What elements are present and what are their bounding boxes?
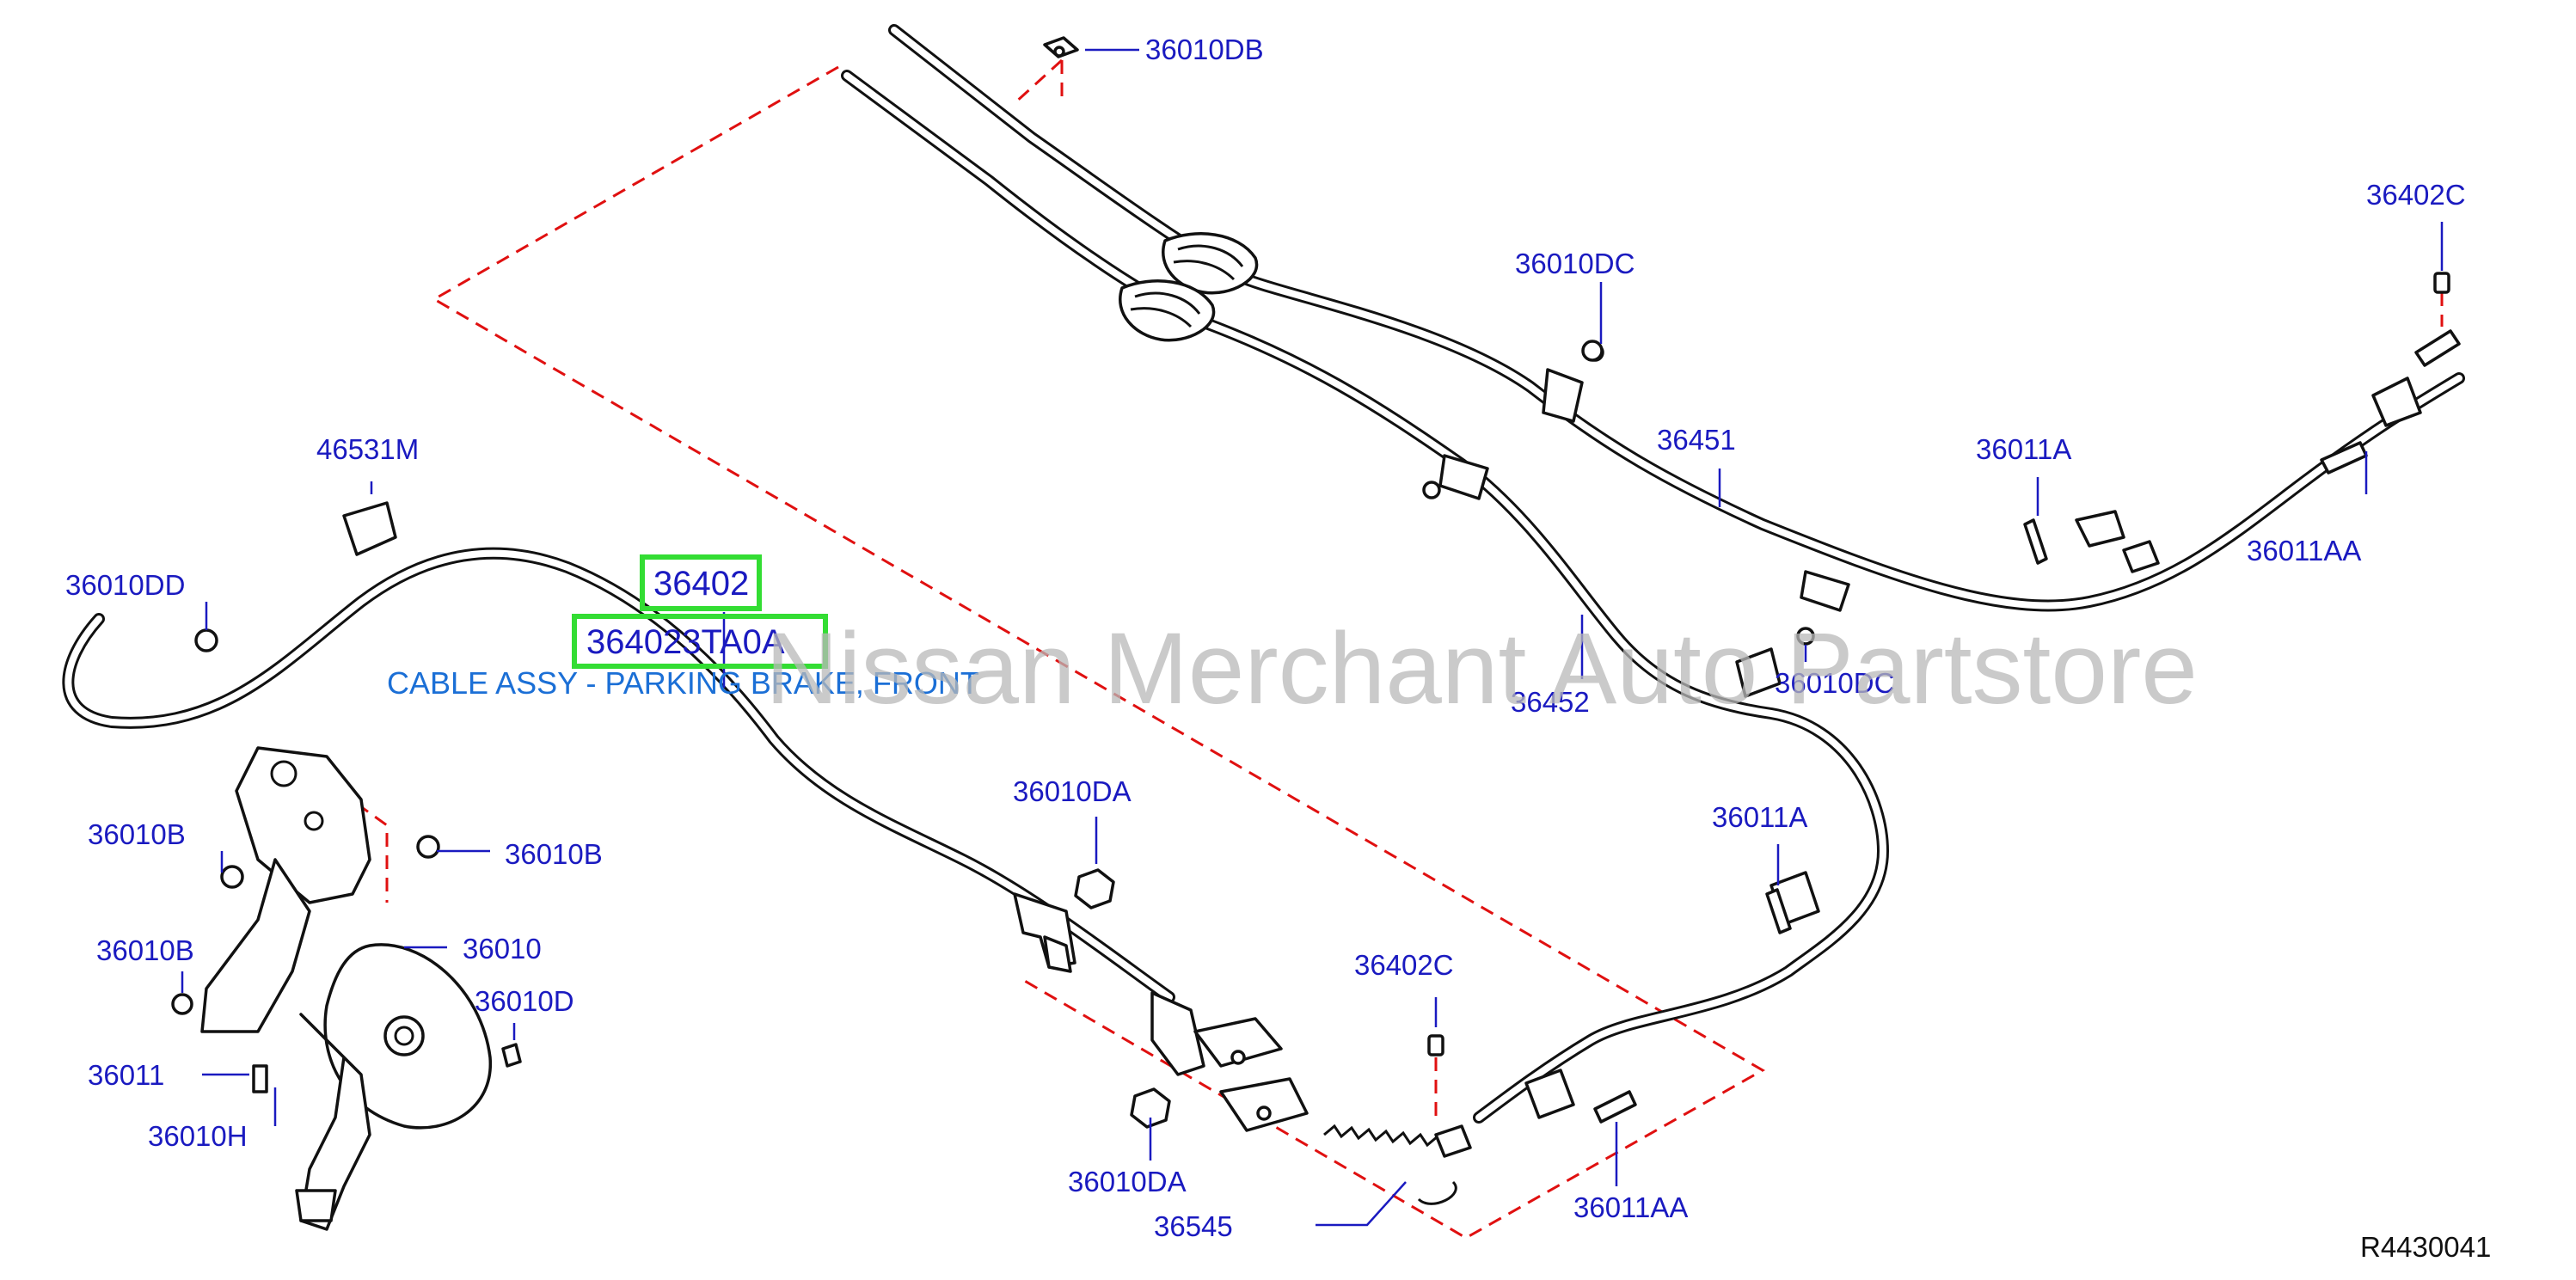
- callout-36451: 36451: [1657, 424, 1736, 456]
- bracket-mid-cable: [1422, 454, 1489, 500]
- watermark-text: Nissan Merchant Auto Partstore: [765, 612, 2198, 726]
- highlighted-part-callout[interactable]: 36402 364023TA0A CABLE ASSY - PARKING BR…: [387, 554, 979, 701]
- highlight-part-number[interactable]: 36402: [653, 565, 749, 603]
- callout-36010D: 36010D: [475, 985, 574, 1017]
- callout-36010DD: 36010DD: [65, 569, 185, 601]
- callout-36010DB: 36010DB: [1145, 34, 1264, 65]
- callout-36010B-2: 36010B: [505, 838, 603, 870]
- callout-36011A-top: 36011A: [1976, 433, 2071, 465]
- clip-36402C-top: [2433, 272, 2450, 294]
- nut-36010DA-bot: [1130, 1087, 1171, 1129]
- callout-36010DC-mid: 36010DC: [1775, 667, 1894, 699]
- cable-grommet-upper: [1162, 232, 1259, 295]
- callout-36011AA-bot: 36011AA: [1573, 1191, 1688, 1223]
- bolt-36011AA-bot: [1593, 1090, 1637, 1124]
- callout-36011A-mid: 36011A: [1712, 801, 1807, 833]
- leader-lines: [181, 48, 2444, 1227]
- highlight-description: CABLE ASSY - PARKING BRAKE, FRONT: [387, 665, 979, 701]
- bracket-36010DA: [1013, 892, 1076, 973]
- callout-46531M: 46531M: [316, 433, 419, 465]
- callout-36010B-1: 36010B: [88, 818, 186, 850]
- boot-46531M: [342, 501, 397, 556]
- callout-36452: 36452: [1511, 686, 1590, 718]
- callout-36010DA-bot: 36010DA: [1068, 1166, 1187, 1197]
- callout-36545: 36545: [1154, 1210, 1233, 1242]
- diagram-reference-code: R4430041: [2360, 1231, 2491, 1263]
- callout-36010H: 36010H: [148, 1120, 248, 1152]
- cable-36452: [841, 70, 1889, 1124]
- bracket-36010DC-mid: [1735, 570, 1850, 698]
- bolt-36011A-top: [2023, 518, 2048, 565]
- nut-36010DD: [194, 628, 218, 652]
- callout-36011: 36011: [88, 1059, 164, 1091]
- highlight-catalog-number[interactable]: 364023TA0A: [586, 623, 785, 661]
- callout-36402C-top: 36402C: [2366, 179, 2466, 211]
- cable-end-rear-right: [2075, 329, 2461, 573]
- equalizer-bracket: [1150, 991, 1309, 1132]
- callout-36010DA-top: 36010DA: [1013, 775, 1132, 807]
- highlight-box-catalog-number: [572, 614, 828, 669]
- cable-grommet-lower: [1119, 279, 1216, 342]
- nut-36010DB: [1043, 36, 1079, 58]
- bolt-36011A-mid: [1765, 888, 1792, 934]
- dashed-assembly-boundary: [356, 58, 2444, 1240]
- highlight-box-part-number: [640, 554, 762, 611]
- cable-36402: [62, 547, 1175, 1003]
- nut-36010DA-top: [1074, 868, 1115, 909]
- nut-36010DC-top: [1581, 340, 1604, 362]
- callout-36010B-3: 36010B: [96, 934, 194, 966]
- callout-36402C-bot: 36402C: [1354, 949, 1454, 981]
- callout-labels: 36010DB 36010DC 36402C 36451 36011A 3601…: [65, 34, 2466, 1242]
- parking-brake-pedal-assembly: [171, 746, 522, 1231]
- callout-36010: 36010: [463, 933, 542, 965]
- clip-36402C-bot: [1427, 1034, 1444, 1056]
- callout-36011AA-right: 36011AA: [2247, 535, 2361, 567]
- callout-36010DC-top: 36010DC: [1515, 248, 1635, 279]
